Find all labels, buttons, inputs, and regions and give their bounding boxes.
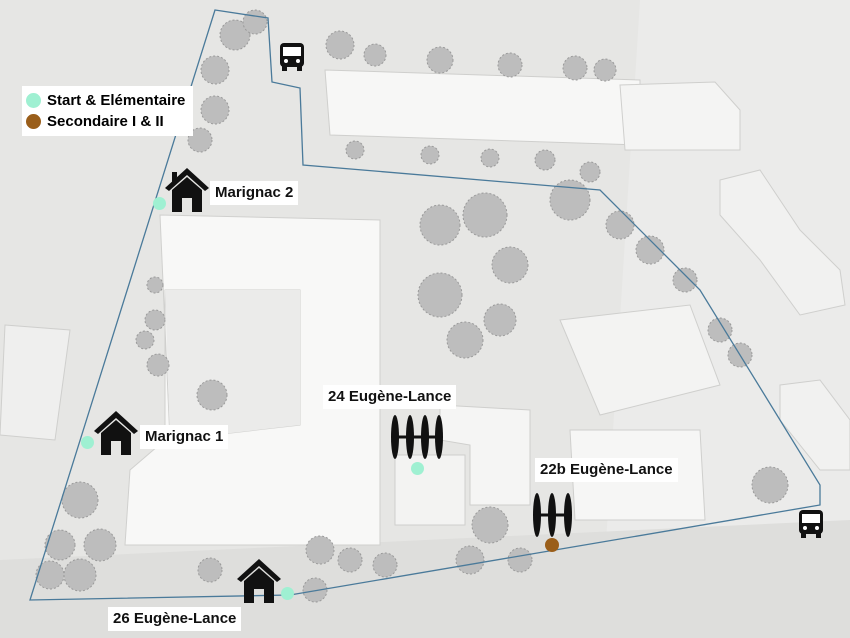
tree — [305, 535, 335, 565]
legend-item-start: Start & Elémentaire — [26, 90, 185, 111]
school-gate-icon — [391, 415, 443, 459]
tree — [197, 557, 223, 583]
tree — [337, 547, 363, 573]
tree — [507, 547, 533, 573]
buildings — [0, 69, 850, 546]
tree — [372, 552, 398, 578]
tree — [483, 303, 517, 337]
tree — [579, 161, 601, 183]
tree — [44, 529, 76, 561]
tree — [480, 148, 500, 168]
legend-label: Secondaire I & II — [47, 113, 164, 130]
tree — [707, 317, 733, 343]
tree — [562, 55, 588, 81]
tree — [325, 30, 355, 60]
tree — [242, 9, 268, 35]
tree — [83, 528, 117, 562]
tree — [497, 52, 523, 78]
tree — [144, 309, 166, 331]
legend-item-secondaire: Secondaire I & II — [26, 111, 185, 132]
start-entrance-marker — [81, 436, 94, 449]
tree — [63, 558, 97, 592]
place-label-marignac-2: Marignac 2 — [210, 181, 299, 205]
place-label-26-eugene-lance: 26 Eugène-Lance — [108, 607, 242, 631]
start-entrance-marker — [153, 197, 166, 210]
start-entrance-marker — [411, 462, 424, 475]
tree — [200, 95, 230, 125]
tree — [462, 192, 508, 238]
tree — [146, 276, 164, 294]
place-label-22b-eugene-lance: 22b Eugène-Lance — [535, 458, 678, 482]
tree — [196, 379, 228, 411]
secondaire-entrance-marker — [545, 538, 559, 552]
tree — [593, 58, 617, 82]
tree — [302, 577, 328, 603]
bus-icon — [280, 43, 304, 71]
place-label-24-eugene-lance: 24 Eugène-Lance — [323, 385, 457, 409]
legend-label: Start & Elémentaire — [47, 92, 186, 109]
secondaire-dot-icon — [26, 114, 41, 129]
tree — [605, 210, 635, 240]
tree — [146, 353, 170, 377]
tree — [635, 235, 665, 265]
tree — [426, 46, 454, 74]
start-dot-icon — [26, 93, 41, 108]
tree — [363, 43, 387, 67]
tree — [61, 481, 99, 519]
tree — [471, 506, 509, 544]
tree — [534, 149, 556, 171]
tree — [417, 272, 463, 318]
house-icon — [165, 168, 209, 212]
tree — [419, 204, 461, 246]
house-icon — [94, 411, 138, 455]
tree — [491, 246, 529, 284]
tree — [751, 466, 789, 504]
tree — [345, 140, 365, 160]
tree — [187, 127, 213, 153]
tree — [200, 55, 230, 85]
start-entrance-marker — [281, 587, 294, 600]
tree — [549, 179, 591, 221]
legend: Start & Elémentaire Secondaire I & II — [22, 86, 194, 136]
tree — [672, 267, 698, 293]
trees — [35, 9, 789, 603]
bus-icon — [799, 510, 823, 538]
tree — [35, 560, 65, 590]
school-gate-icon — [533, 493, 572, 537]
tree — [446, 321, 484, 359]
tree — [455, 545, 485, 575]
house-icon — [237, 559, 281, 603]
tree — [135, 330, 155, 350]
tree — [420, 145, 440, 165]
tree — [219, 19, 251, 51]
place-label-marignac-1: Marignac 1 — [140, 425, 229, 449]
